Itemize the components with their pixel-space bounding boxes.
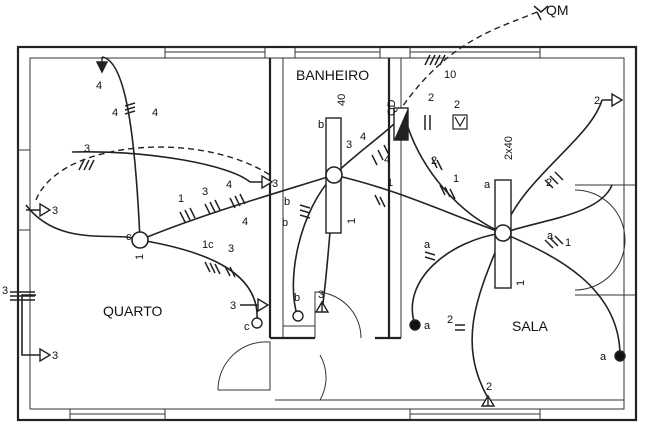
outlet-living-top bbox=[602, 92, 624, 108]
switch-bedroom bbox=[251, 317, 263, 329]
labels: QUARTO BANHEIRO SALA QM QD 10 3 4 4 4 3 … bbox=[2, 2, 607, 393]
doors bbox=[217, 184, 636, 401]
circuit-bath-switch-run: b bbox=[282, 217, 288, 229]
circuit-panel-outlet: 2 bbox=[428, 92, 434, 104]
bath-light-point bbox=[325, 166, 343, 184]
switches bbox=[251, 310, 626, 362]
conductor-ticks bbox=[10, 54, 564, 331]
bedroom-wire-top bbox=[101, 56, 141, 241]
bath-light-circuit: 1 bbox=[346, 218, 358, 224]
switch-living-right bbox=[614, 350, 626, 362]
outlet-bedroom-top bbox=[95, 57, 109, 74]
circuit-living-e: 2 bbox=[546, 177, 552, 189]
circuit-bedroom-upper-b: 4 bbox=[152, 107, 158, 119]
panel-label: QD bbox=[386, 99, 398, 116]
outlet-living-bottom bbox=[480, 394, 496, 407]
room-label-living: SALA bbox=[512, 318, 548, 334]
circuit-bedroom-feed-c: 4 bbox=[226, 179, 232, 191]
outlet-bedroom-low bbox=[36, 347, 52, 363]
circuit-bath-outlet: 3 bbox=[318, 289, 324, 301]
circuit-bedroom-feed-a: 1 bbox=[178, 193, 184, 205]
bedroom-light-point bbox=[131, 231, 149, 249]
bedroom-light-circuit: 1 bbox=[134, 254, 146, 260]
circuit-living-g: 2 bbox=[447, 314, 453, 326]
living-wire-from-bath bbox=[333, 174, 504, 234]
living-light-point bbox=[494, 224, 512, 242]
circuit-bedroom-wall-run: 3 bbox=[2, 285, 8, 297]
circuit-bedroom-upper: 4 bbox=[112, 107, 118, 119]
circuit-bedroom-left: 3 bbox=[52, 205, 58, 217]
circuit-bath-light-c: b bbox=[284, 196, 290, 208]
circuit-bath-panel-b: 1 bbox=[387, 177, 393, 189]
circuit-living-a: 1 bbox=[453, 173, 459, 185]
circuit-bedroom-point-top: 4 bbox=[96, 80, 102, 92]
circuit-bedroom-switch-run-a: 1c bbox=[202, 239, 214, 251]
living-light-power: 2x40 bbox=[503, 136, 515, 160]
living-wire-top-right bbox=[502, 99, 603, 234]
door-living-double bbox=[574, 189, 626, 291]
bath-light-power: 40 bbox=[336, 94, 348, 106]
meter-label: QM bbox=[546, 2, 569, 18]
windows bbox=[17, 46, 541, 421]
room-label-bedroom: QUARTO bbox=[103, 303, 162, 319]
bath-wire-switch bbox=[292, 174, 335, 319]
bath-light-id: b bbox=[318, 119, 324, 131]
circuit-bedroom-outlet-upper: 3 bbox=[272, 178, 278, 190]
bedroom-light-id: c bbox=[126, 231, 132, 243]
switch-living-right-label: a bbox=[600, 351, 607, 363]
fixtures bbox=[131, 107, 512, 289]
room-label-bathroom: BANHEIRO bbox=[296, 67, 369, 83]
switch-bath bbox=[292, 310, 304, 322]
living-light-circuit: 1 bbox=[515, 280, 527, 286]
switch-living-left bbox=[409, 319, 421, 331]
outlets bbox=[26, 57, 624, 407]
circuit-living-b: 2 bbox=[431, 155, 437, 167]
outlet-bath bbox=[314, 300, 330, 313]
circuit-bedroom-outlet-door: 3 bbox=[230, 300, 236, 312]
circuit-living-outlet-bottom: 2 bbox=[486, 381, 492, 393]
living-wire-left-switch bbox=[411, 232, 504, 326]
service-feed-line bbox=[399, 11, 538, 111]
circuit-living-f: a bbox=[547, 230, 554, 242]
meter-symbol bbox=[533, 5, 549, 21]
outlet-bedroom-partition bbox=[250, 174, 274, 190]
circuit-bath-switch: b bbox=[294, 292, 300, 304]
bedroom-wire-outlet-low bbox=[21, 294, 36, 356]
bedroom-wire-to-bath bbox=[139, 174, 335, 241]
circuit-bedroom-feed-b: 3 bbox=[202, 186, 208, 198]
switch-living-left-label: a bbox=[424, 320, 431, 332]
circuit-panel-outlet-b: 2 bbox=[454, 99, 460, 111]
bedroom-wire-switch bbox=[139, 239, 258, 321]
living-light-id: a bbox=[484, 179, 491, 191]
living-wire-panel bbox=[404, 117, 504, 234]
circuit-bath-light-b: 4 bbox=[360, 131, 366, 143]
door-hall bbox=[275, 354, 327, 401]
bedroom-wire-outlet bbox=[71, 151, 251, 183]
bedroom-dashed-run bbox=[35, 146, 271, 201]
circuit-living-outlet-top: 2 bbox=[594, 95, 600, 107]
living-wire-door bbox=[502, 184, 613, 234]
circuit-bedroom-outlet-lower: 3 bbox=[52, 350, 58, 362]
circuit-bath-panel-a: 4 bbox=[384, 154, 390, 166]
door-bedroom bbox=[217, 341, 271, 391]
circuit-bedroom-feed-d: 4 bbox=[242, 216, 248, 228]
circuit-bedroom-dashed: 3 bbox=[84, 143, 90, 155]
circuit-bedroom-switch-run-b: 3 bbox=[228, 243, 234, 255]
switch-bedroom-label: c bbox=[244, 321, 250, 333]
door-bath bbox=[314, 291, 362, 339]
circuit-living-d: 1 bbox=[565, 237, 571, 249]
circuit-living-c: a bbox=[424, 239, 431, 251]
window-bedroom-left bbox=[17, 149, 31, 231]
outlet-bedroom-door bbox=[240, 297, 270, 313]
circuit-bath-light-a: 3 bbox=[346, 139, 352, 151]
outlet-bedroom-left bbox=[26, 202, 52, 218]
circuit-service-feed: 10 bbox=[444, 69, 456, 81]
living-wire-right-switch bbox=[502, 232, 621, 357]
